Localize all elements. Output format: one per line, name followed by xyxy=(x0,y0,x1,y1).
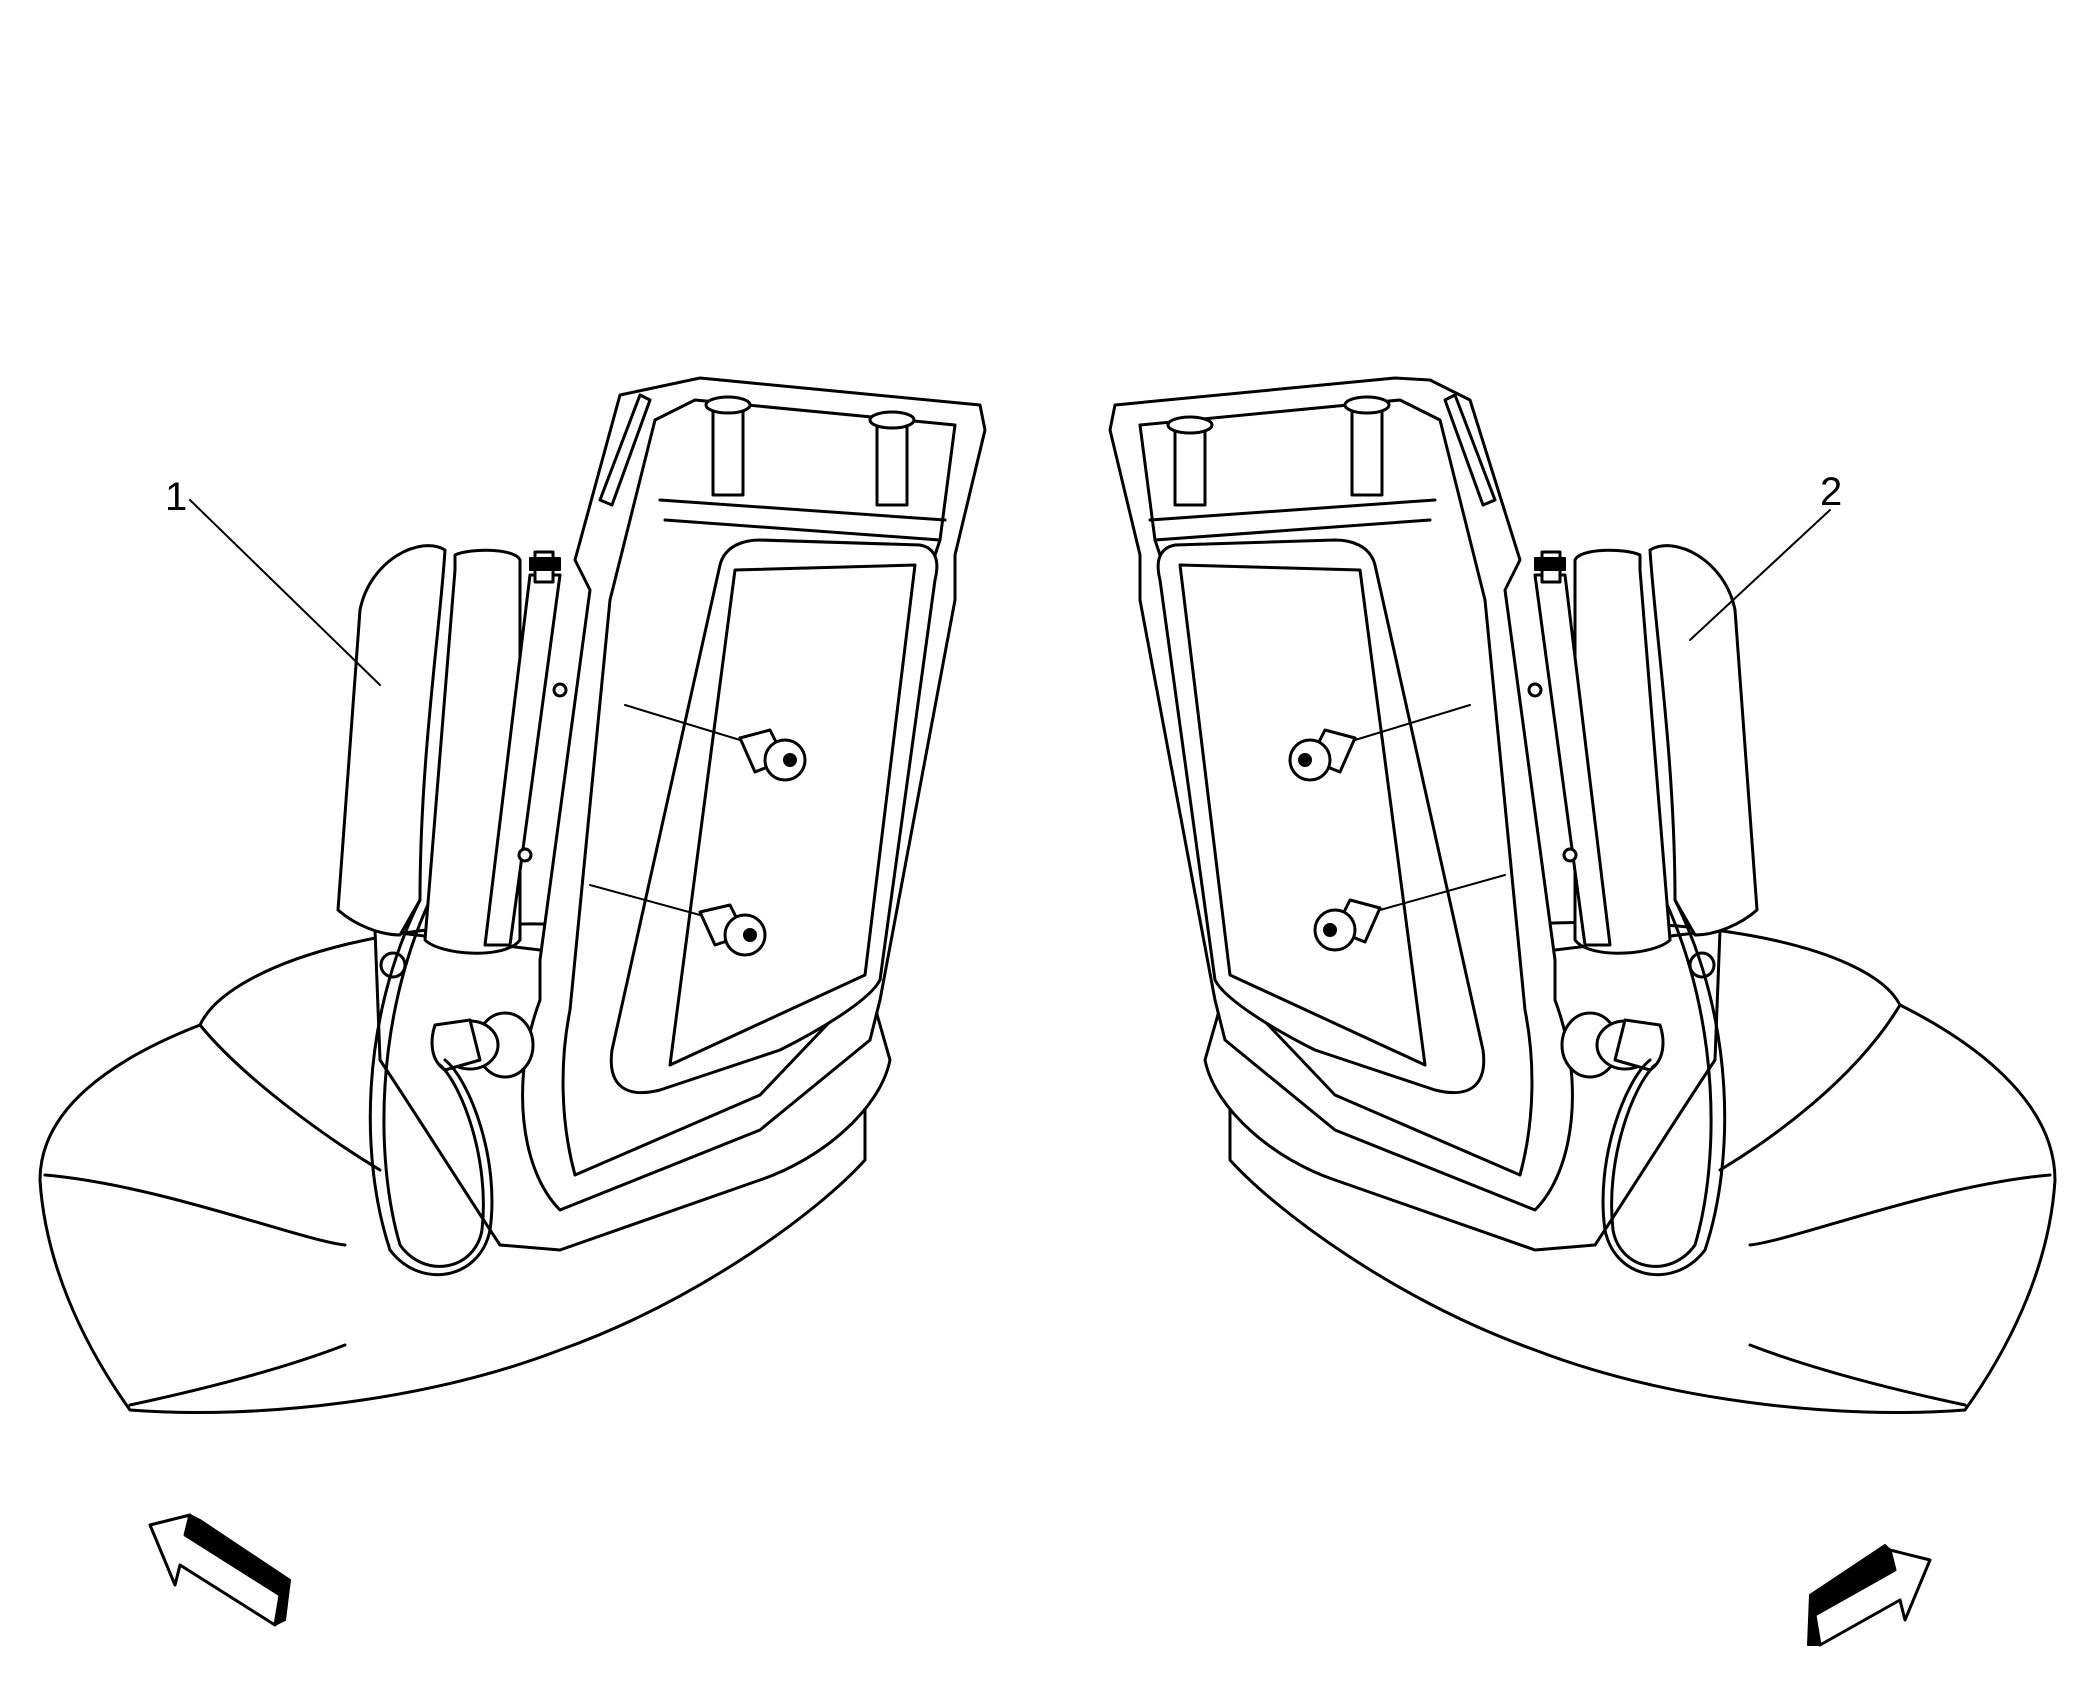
left-seat-cable-loop xyxy=(368,898,494,1277)
right-side-airbag-module xyxy=(1527,544,1759,955)
callout-1-leader xyxy=(189,499,381,686)
right-recliner-handle xyxy=(1560,951,1716,1079)
callout-1: 1 xyxy=(165,475,381,686)
right-bolt-upper xyxy=(1288,704,1471,782)
callout-2-leader xyxy=(1689,509,1831,641)
right-bolt-lower xyxy=(1313,874,1506,952)
callout-1-label: 1 xyxy=(165,475,187,519)
right-seat-back-opening xyxy=(1156,538,1486,1095)
left-recliner-handle xyxy=(379,951,535,1079)
left-seat-back-opening xyxy=(609,538,939,1095)
left-bolt-upper xyxy=(624,704,807,782)
right-seat-assembly xyxy=(1108,376,2057,1414)
left-side-airbag-module xyxy=(336,544,568,955)
left-bolt-lower xyxy=(589,884,767,957)
left-seat-assembly xyxy=(38,376,987,1414)
callout-2: 2 xyxy=(1689,470,1842,641)
left-direction-arrow-icon xyxy=(148,1513,291,1627)
right-direction-arrow-icon xyxy=(1807,1544,1932,1647)
right-seat-cable-loop xyxy=(1601,898,1727,1277)
callout-2-label: 2 xyxy=(1820,470,1842,514)
